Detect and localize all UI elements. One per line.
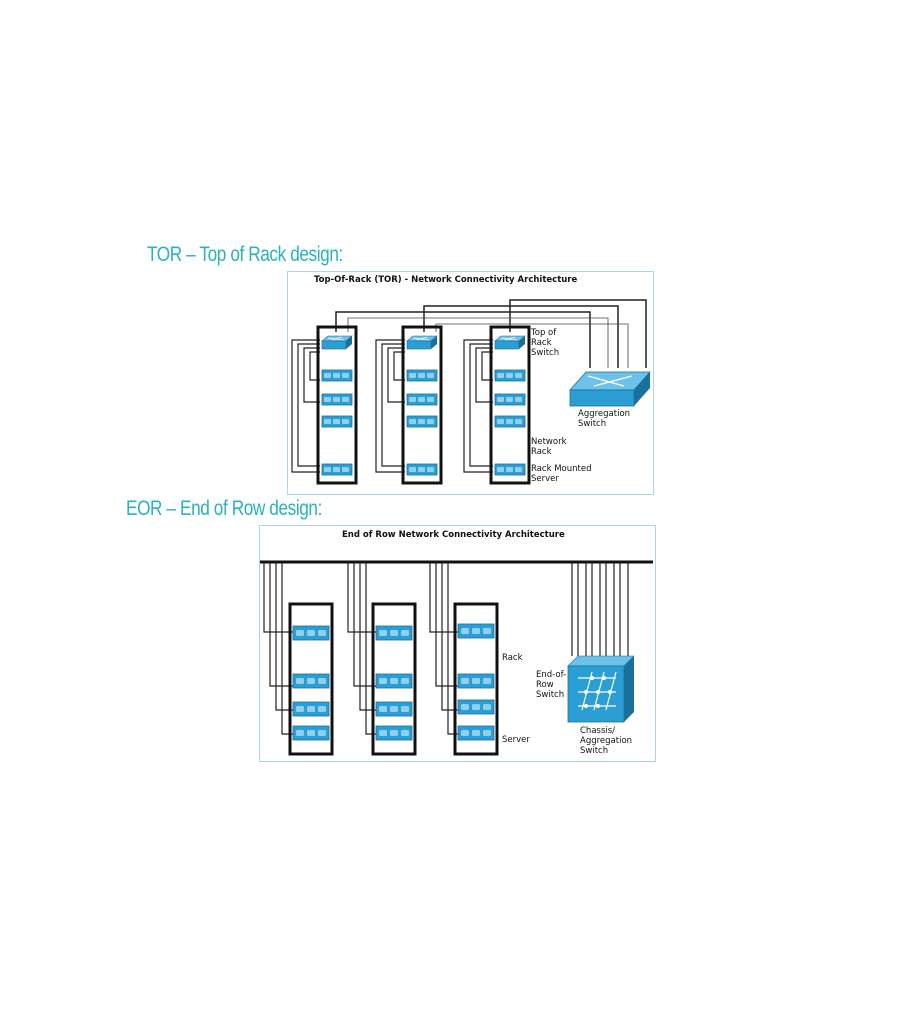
server-icon [321,369,353,382]
aggregation-switch-icon [569,371,651,407]
server-icon [494,369,526,382]
eor-cabling [263,562,629,735]
server-icon [375,725,413,741]
chassis-switch-icon [567,655,635,723]
server-icon [457,623,495,639]
label-network-rack: Network [531,437,567,447]
tor-switch-icon [494,335,526,350]
server-icon [494,393,526,406]
eor-rack-2 [371,602,417,756]
server-icon [321,393,353,406]
eor-rack-3 [453,602,499,756]
label-network-rack: Rack [531,447,552,457]
eor-rack-1 [288,602,334,756]
server-icon [406,393,438,406]
tor-diagram: Top-Of-Rack (TOR) - Network Connectivity… [287,271,654,495]
eor-labels: Rack Server End-of- Row Switch Chassis/ … [502,653,632,756]
tor-heading: TOR – Top of Rack design: [147,243,343,266]
label-rack-mounted-server: Server [531,474,559,484]
tor-rack-3 [463,325,531,485]
label-server: Server [502,735,530,745]
server-icon [292,725,330,741]
label-end-of-row-switch: End-of- [536,670,566,680]
server-icon [375,625,413,641]
tor-rack-2 [375,325,443,485]
server-icon [321,415,353,428]
label-chassis-aggregation-switch: Switch [580,746,608,756]
eor-diagram-svg: End of Row Network Connectivity Architec… [260,530,653,756]
server-icon [457,699,495,715]
tor-switch-icon [406,335,438,350]
tor-diagram-svg: Top-Of-Rack (TOR) - Network Connectivity… [291,275,651,485]
label-end-of-row-switch: Row [536,680,554,690]
tor-switch-icon [321,335,353,350]
server-icon [457,725,495,741]
label-chassis-aggregation-switch: Aggregation [580,736,632,746]
label-chassis-aggregation-switch: Chassis/ [580,726,615,736]
tor-rack-1 [291,325,358,485]
tor-labels: Top of Rack Switch Aggregation Switch Ne… [530,328,630,484]
label-end-of-row-switch: Switch [536,690,564,700]
server-icon [375,701,413,717]
server-icon [494,463,526,476]
server-icon [375,673,413,689]
tor-uplinks [335,299,647,368]
tor-diagram-title: Top-Of-Rack (TOR) - Network Connectivity… [314,275,578,285]
server-icon [292,701,330,717]
label-aggregation-switch: Switch [578,419,606,429]
server-icon [292,625,330,641]
server-icon [406,369,438,382]
server-icon [321,463,353,476]
label-aggregation-switch: Aggregation [578,409,630,419]
eor-heading: EOR – End of Row design: [126,497,322,520]
eor-diagram: End of Row Network Connectivity Architec… [259,525,656,762]
label-top-of-rack: Top of [530,328,557,338]
server-icon [457,673,495,689]
label-top-of-rack: Switch [531,348,559,358]
label-top-of-rack: Rack [531,338,552,348]
server-icon [292,673,330,689]
server-icon [406,415,438,428]
label-rack: Rack [502,653,523,663]
eor-diagram-title: End of Row Network Connectivity Architec… [342,530,565,540]
server-icon [494,415,526,428]
server-icon [406,463,438,476]
label-rack-mounted-server: Rack Mounted [531,464,592,474]
